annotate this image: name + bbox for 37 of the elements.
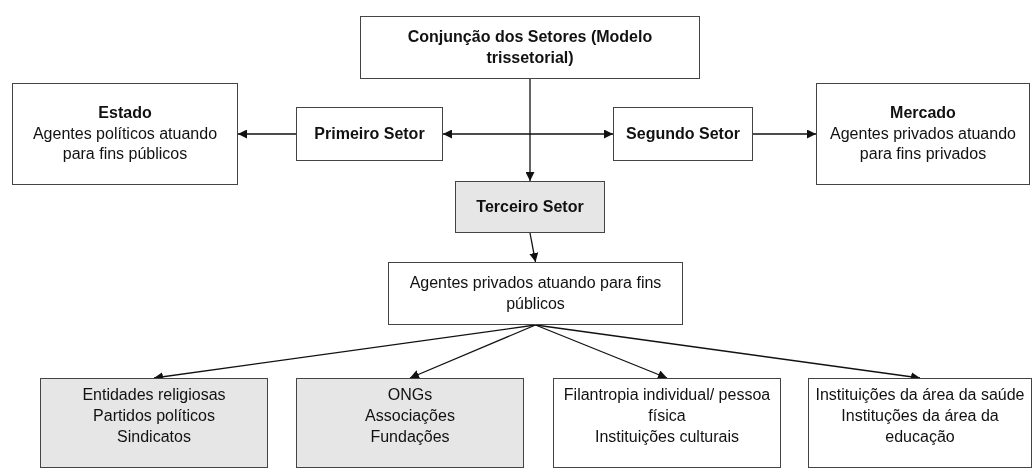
process-box	[360, 16, 700, 79]
box-text: Agentes privados atuando para fins privados	[829, 123, 1017, 165]
process-box	[296, 107, 443, 161]
box-text: Primeiro Setor	[314, 123, 425, 144]
box-text: Filantropia individual/ pessoa física	[562, 385, 772, 426]
highlighted-box	[455, 181, 605, 233]
box-text: Agentes políticos atuando para fins públicos	[31, 123, 219, 165]
box-text: Associações	[365, 405, 455, 426]
box-text: Entidades religiosas	[82, 385, 226, 405]
box-heading: Mercado	[890, 102, 956, 123]
box-text: Agentes privados atuando para fins públicos	[408, 272, 663, 314]
highlighted-box	[296, 378, 524, 468]
arrow	[529, 232, 539, 263]
arrow	[752, 129, 817, 139]
arrow	[409, 324, 537, 379]
box-text: Terceiro Setor	[476, 196, 584, 217]
box-text: Instituições culturais	[594, 426, 740, 447]
box-text: Instituições da área da saúde	[815, 385, 1025, 405]
box-text: Sindicatos	[117, 426, 191, 447]
arrow	[237, 129, 297, 139]
process-box	[613, 107, 753, 161]
box-text: Instituções da área da educação	[840, 405, 1000, 447]
box-text: Partidos políticos	[93, 405, 215, 426]
process-box	[553, 378, 781, 468]
box-text: ONGs	[387, 385, 433, 405]
box-heading: Estado	[98, 102, 152, 123]
process-box	[808, 378, 1032, 468]
box-text: Segundo Setor	[626, 123, 740, 144]
process-box	[816, 83, 1030, 185]
box-text: Conjunção dos Setores (Modelo trissetorial)	[406, 26, 654, 68]
arrow	[525, 78, 535, 182]
process-box	[12, 83, 238, 185]
highlighted-box	[40, 378, 268, 468]
arrow	[534, 324, 668, 379]
process-box	[388, 262, 683, 325]
arrow	[442, 129, 614, 139]
box-text: Fundações	[370, 426, 450, 447]
